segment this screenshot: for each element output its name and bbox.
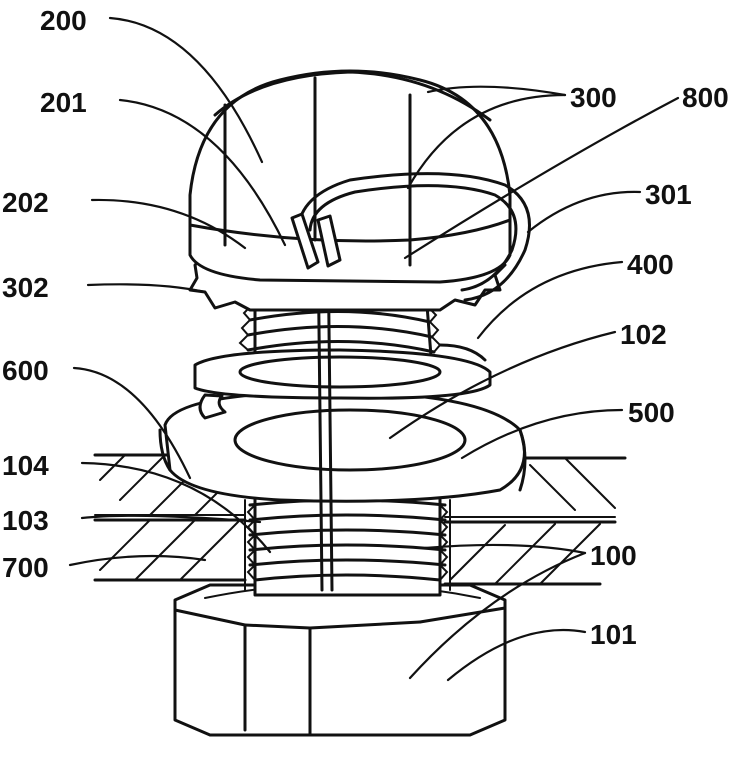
label-202: 202 — [2, 187, 49, 218]
label-103: 103 — [2, 505, 49, 536]
label-301: 301 — [645, 179, 692, 210]
label-200: 200 — [40, 5, 87, 36]
hex-nut-101 — [175, 584, 505, 735]
label-700: 700 — [2, 552, 49, 583]
label-800: 800 — [682, 82, 729, 113]
label-302: 302 — [2, 272, 49, 303]
label-600: 600 — [2, 355, 49, 386]
label-100: 100 — [590, 540, 637, 571]
label-500: 500 — [628, 397, 675, 428]
threaded-stud-100 — [245, 490, 450, 595]
label-201: 201 — [40, 87, 87, 118]
label-400: 400 — [627, 249, 674, 280]
label-102: 102 — [620, 319, 667, 350]
label-101: 101 — [590, 619, 637, 650]
label-104: 104 — [2, 450, 49, 481]
label-300: 300 — [570, 82, 617, 113]
